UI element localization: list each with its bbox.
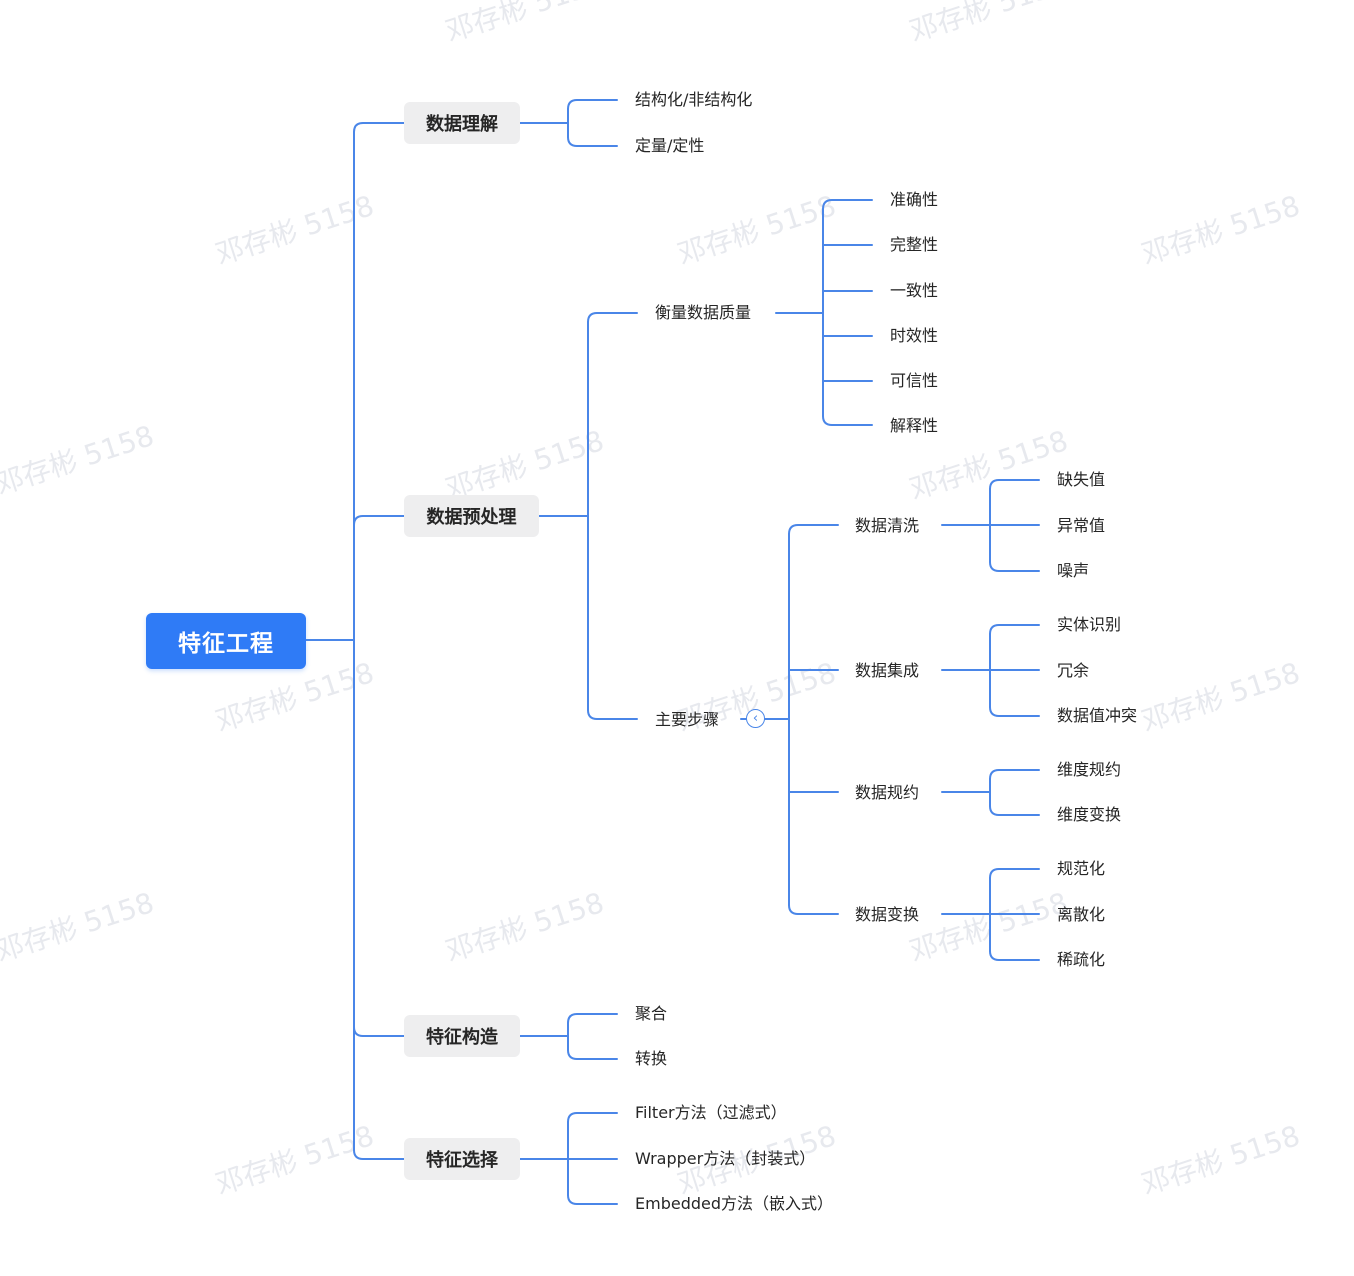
leaf-node[interactable]: Filter方法（过滤式） (635, 1103, 787, 1122)
leaf-node[interactable]: 数据值冲突 (1057, 706, 1138, 725)
connector (587, 709, 638, 720)
connector (989, 950, 1040, 961)
leaf-node[interactable]: 准确性 (890, 190, 939, 209)
connector (353, 1149, 405, 1160)
leaf-node[interactable]: 一致性 (890, 281, 939, 300)
step-node[interactable]: 数据集成 (855, 661, 920, 680)
leaf-node[interactable]: 时效性 (890, 326, 939, 345)
leaf-node[interactable]: Embedded方法（嵌入式） (635, 1194, 834, 1213)
root-node[interactable]: 特征工程 (146, 613, 306, 669)
leaf-node[interactable]: 定量/定性 (635, 136, 705, 155)
branch-feature-selection[interactable]: 特征选择 (404, 1138, 520, 1180)
leaf-node[interactable]: 实体识别 (1057, 615, 1122, 634)
leaf-node[interactable]: 解释性 (890, 416, 939, 435)
leaf-node[interactable]: 可信性 (890, 371, 939, 390)
leaf-node[interactable]: 结构化/非结构化 (635, 90, 753, 109)
branch-data-preprocessing[interactable]: 数据预处理 (404, 495, 539, 537)
leaf-node[interactable]: 异常值 (1057, 516, 1106, 535)
connector (989, 805, 1040, 816)
connector (567, 136, 618, 147)
connector (989, 624, 1040, 635)
connector (989, 769, 1040, 780)
leaf-node[interactable]: 维度规约 (1057, 760, 1122, 779)
leaf-node[interactable]: 冗余 (1057, 661, 1090, 680)
leaf-node[interactable]: 转换 (635, 1049, 668, 1068)
connector (567, 1194, 618, 1205)
connector (353, 1026, 405, 1037)
connector (567, 1049, 618, 1060)
connector (788, 524, 839, 535)
connector (353, 515, 405, 526)
connector (822, 415, 873, 426)
step-node[interactable]: 数据变换 (855, 905, 920, 924)
connector (989, 706, 1040, 717)
leaf-node[interactable]: 维度变换 (1057, 805, 1122, 824)
connector (822, 199, 873, 210)
connector (567, 99, 618, 110)
connector (567, 1112, 618, 1123)
branch-feature-construction[interactable]: 特征构造 (404, 1015, 520, 1057)
leaf-node[interactable]: 稀疏化 (1057, 950, 1106, 969)
leaf-node[interactable]: 完整性 (890, 235, 939, 254)
chevron-left-icon[interactable]: ‹ (746, 709, 765, 728)
leaf-node[interactable]: 规范化 (1057, 859, 1106, 878)
leaf-node[interactable]: 噪声 (1057, 561, 1090, 580)
leaf-node[interactable]: 缺失值 (1057, 470, 1106, 489)
step-node[interactable]: 数据清洗 (855, 516, 920, 535)
leaf-node[interactable]: 聚合 (635, 1004, 668, 1023)
connector (989, 479, 1040, 490)
connector (587, 312, 638, 323)
step-node[interactable]: 数据规约 (855, 783, 920, 802)
connector (989, 561, 1040, 572)
connector (353, 122, 405, 133)
connector (567, 1013, 618, 1024)
leaf-node[interactable]: 离散化 (1057, 905, 1106, 924)
branch-data-understanding[interactable]: 数据理解 (404, 102, 520, 144)
connector (989, 868, 1040, 879)
subtopic-quality-measure[interactable]: 衡量数据质量 (655, 303, 752, 322)
leaf-node[interactable]: Wrapper方法（封装式） (635, 1149, 816, 1168)
connector (788, 904, 839, 915)
subtopic-main-steps[interactable]: 主要步骤 (655, 710, 720, 729)
